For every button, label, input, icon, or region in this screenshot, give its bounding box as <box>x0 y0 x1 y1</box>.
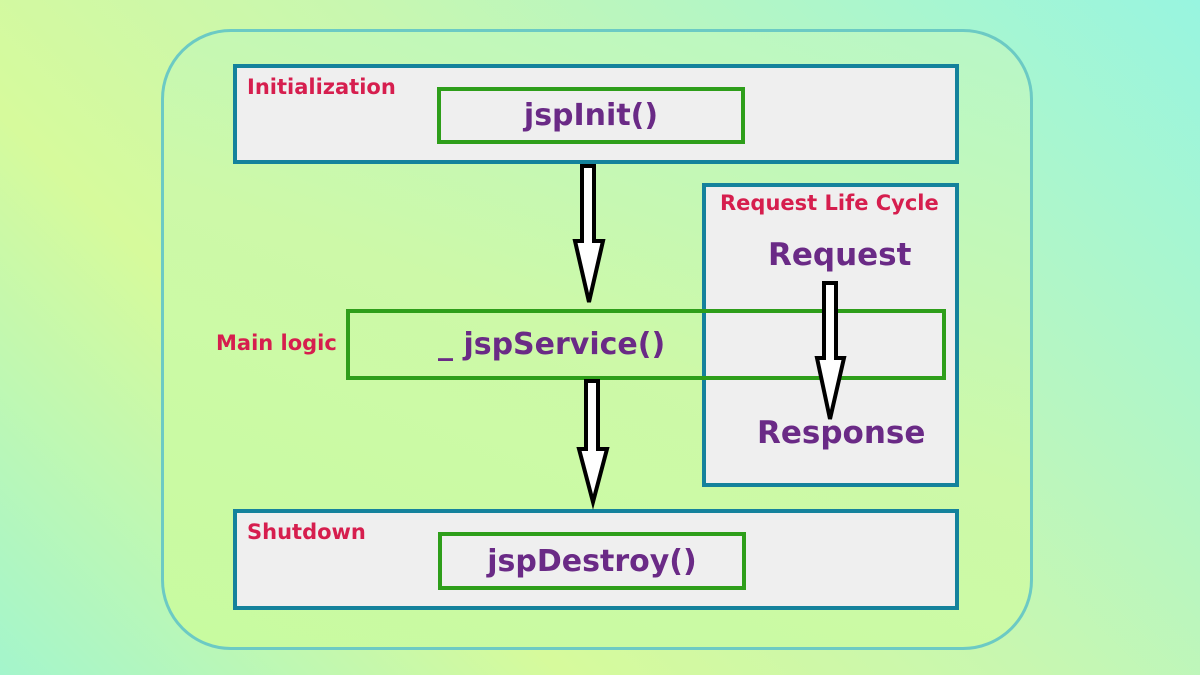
arrow-init-to-service <box>572 164 606 303</box>
request-life-cycle-title: Request Life Cycle <box>720 191 939 215</box>
response-label: Response <box>757 415 926 451</box>
shutdown-label: Shutdown <box>247 520 366 544</box>
arrow-service-to-destroy <box>576 379 610 510</box>
jspdestroy-method-label: jspDestroy() <box>487 543 697 579</box>
arrow-request-to-response <box>814 281 847 420</box>
request-label: Request <box>768 237 912 273</box>
jspinit-method-label: jspInit() <box>523 98 659 133</box>
jspdestroy-method-box: jspDestroy() <box>438 532 746 590</box>
main-logic-label: Main logic <box>216 331 337 355</box>
jspinit-method-box: jspInit() <box>437 87 745 144</box>
jspservice-method-box: _ jspService() <box>346 309 946 380</box>
initialization-label: Initialization <box>247 75 396 99</box>
jspservice-method-label: _ jspService() <box>438 327 666 362</box>
